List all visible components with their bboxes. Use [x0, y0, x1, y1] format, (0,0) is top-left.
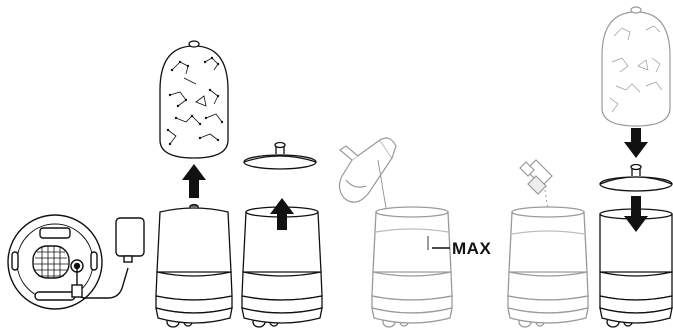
constellation-shade-icon [602, 7, 670, 126]
diffuser-lid-icon [600, 165, 672, 192]
constellation-shade-icon [160, 41, 228, 158]
down-arrow-icon [624, 128, 648, 158]
essential-oil-bottle-icon [520, 160, 552, 210]
max-label: MAX [452, 239, 491, 258]
base-underside-icon [8, 215, 102, 309]
diffuser-body-4 [508, 207, 588, 327]
diffuser-lid-icon [244, 143, 316, 170]
power-adapter-icon [116, 218, 144, 262]
up-arrow-icon [182, 164, 206, 198]
diffuser-body-3 [372, 207, 452, 327]
diffuser-body-1 [156, 205, 232, 328]
